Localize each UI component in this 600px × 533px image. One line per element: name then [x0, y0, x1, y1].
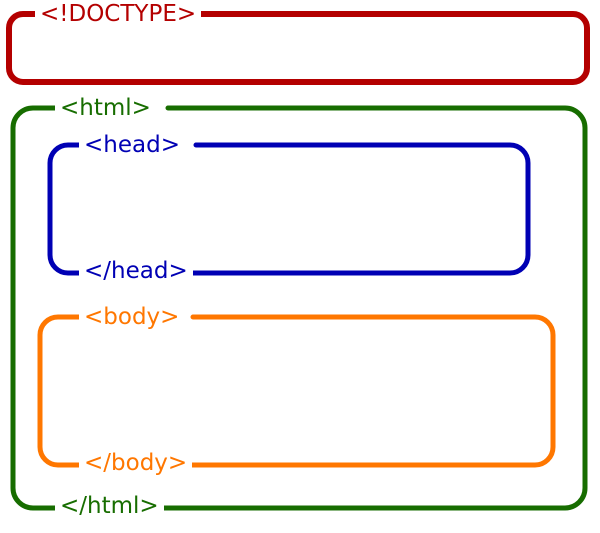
doctype-box-outline: [6, 11, 590, 85]
body-box-outline: [37, 314, 556, 468]
head-close-tag-label: </head>: [79, 260, 193, 283]
body-open-tag-label: <body>: [79, 306, 185, 329]
html-box-outline: [10, 105, 588, 511]
html-open-tag-label: <html>: [55, 97, 156, 120]
doctype-label: <!DOCTYPE>: [35, 3, 202, 26]
body-close-tag-label: </body>: [79, 452, 193, 475]
head-box-outline: [47, 142, 531, 276]
head-open-tag-label: <head>: [79, 134, 185, 157]
html-close-tag-label: </html>: [55, 495, 164, 518]
